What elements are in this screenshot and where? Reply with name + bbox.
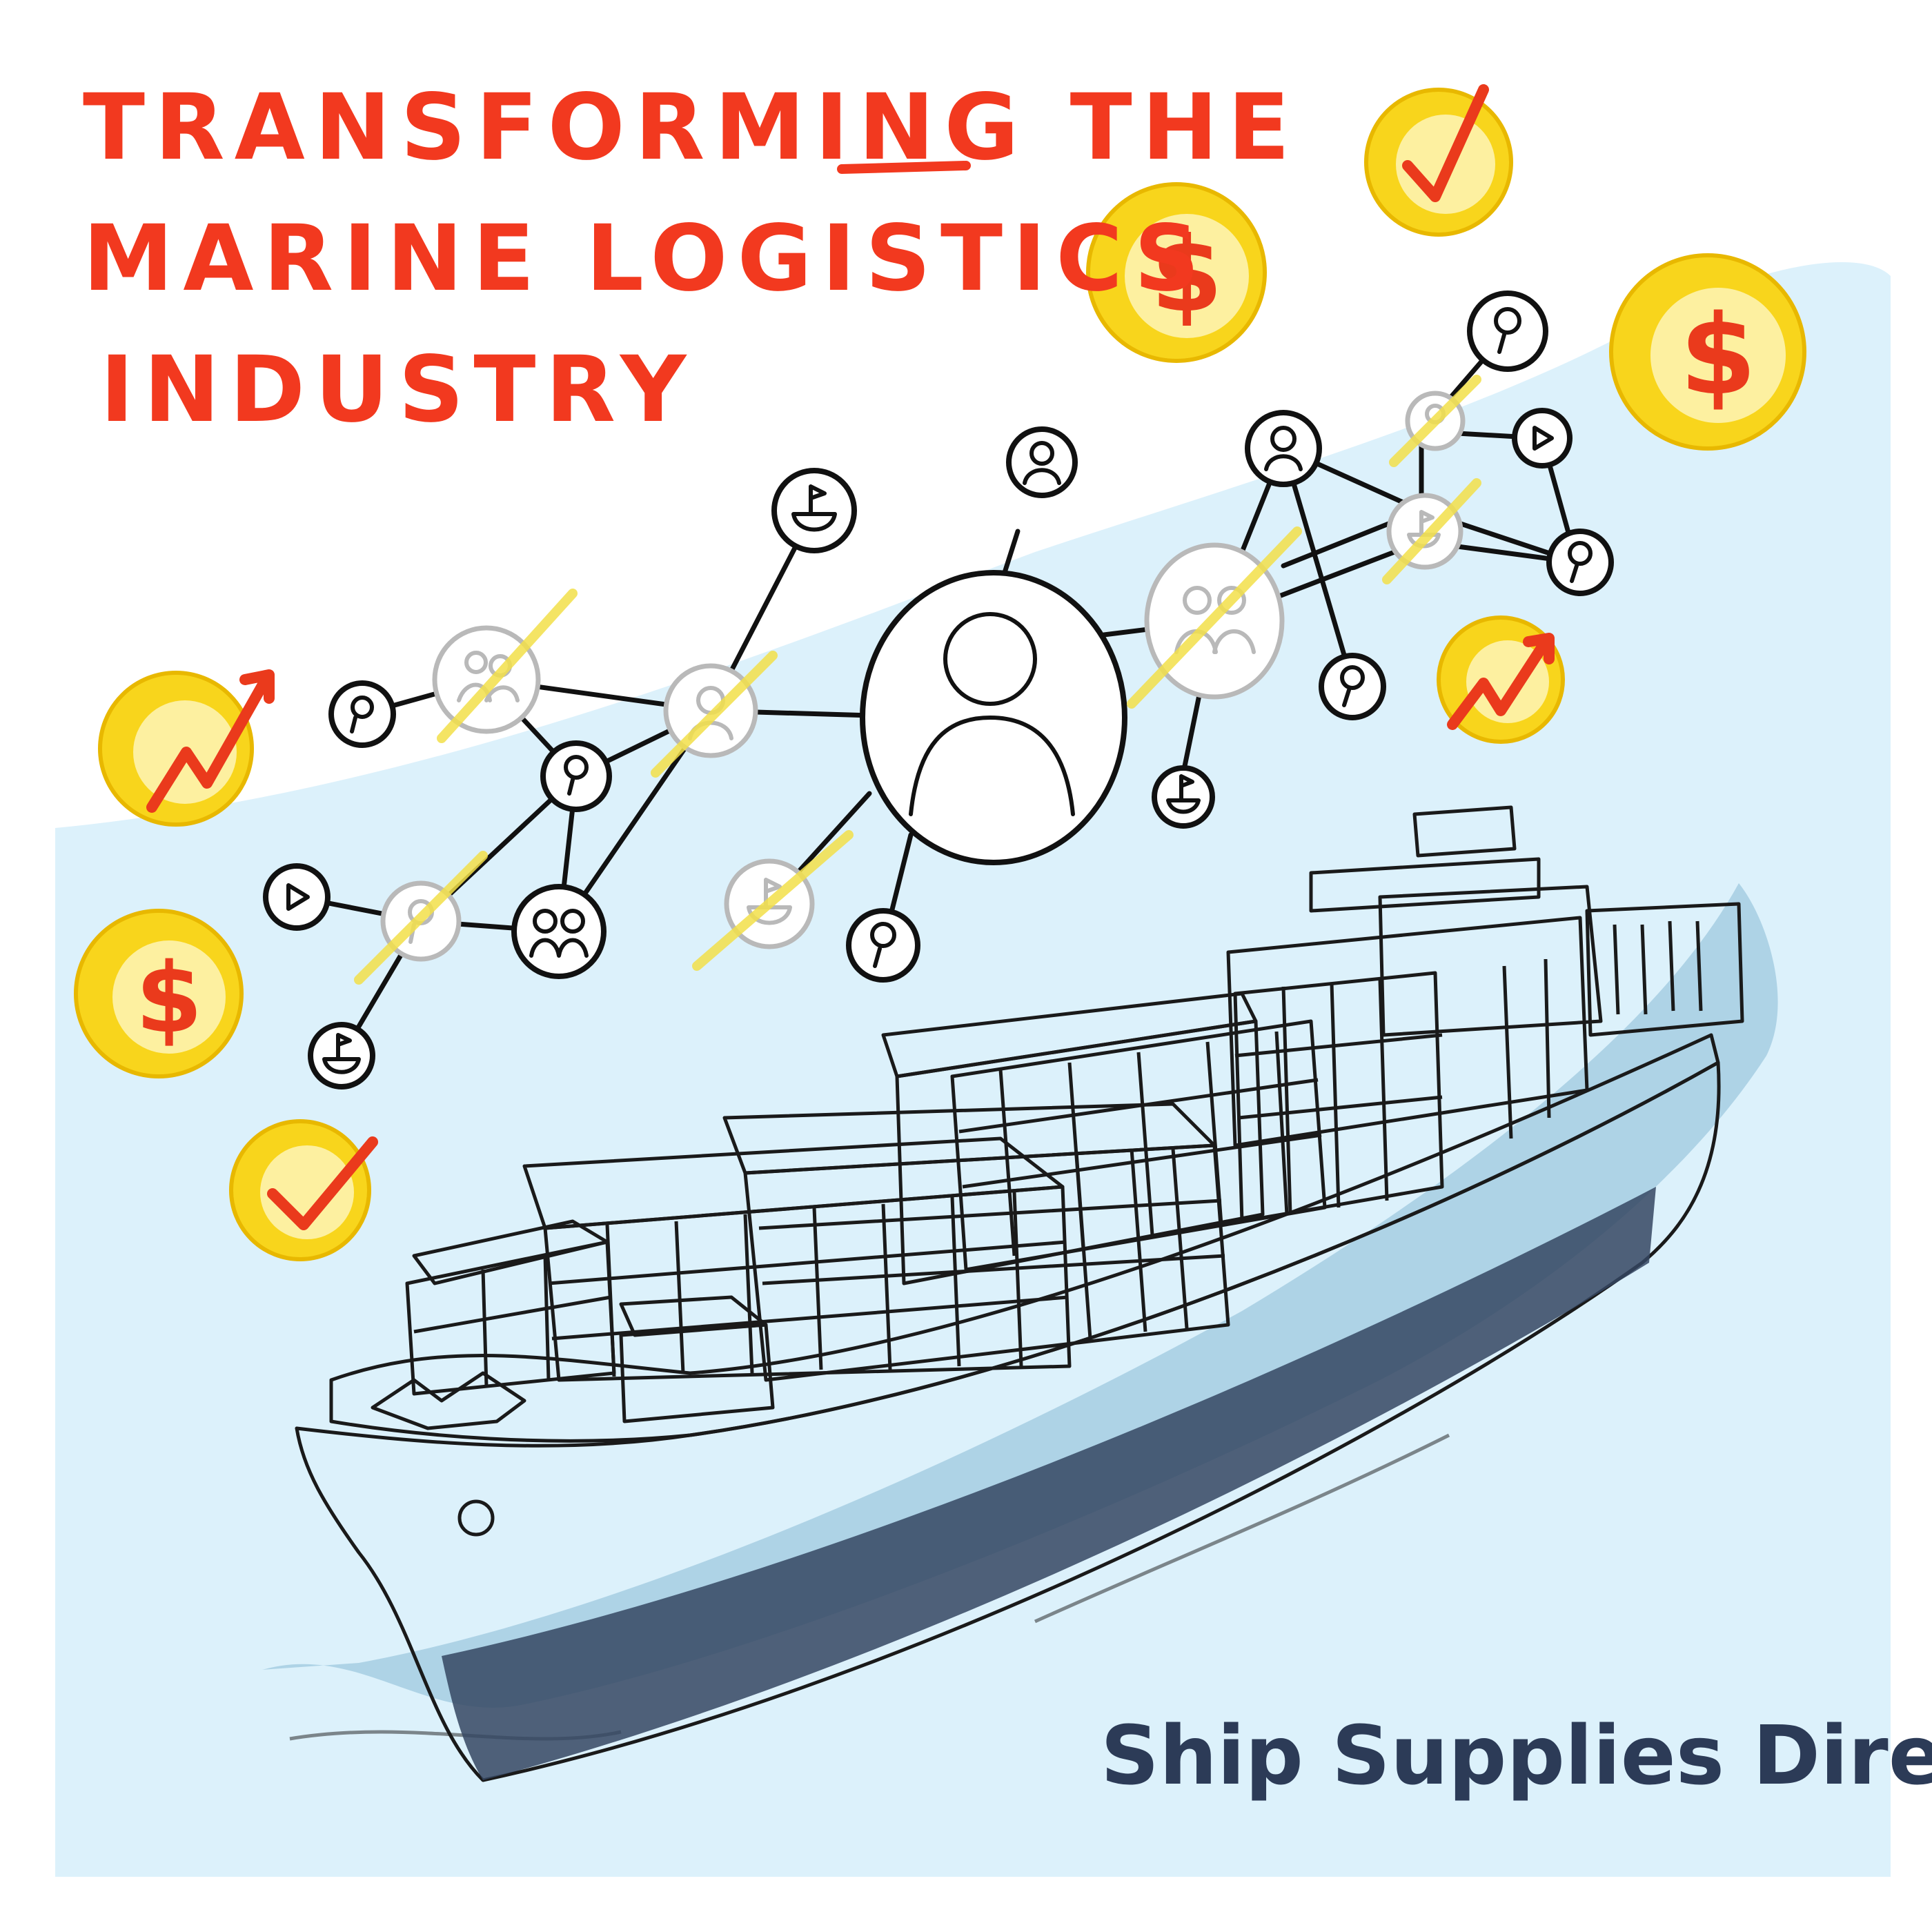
dollar-coin-icon: $ xyxy=(74,909,244,1078)
person-node-icon xyxy=(540,740,612,812)
containers-blue-bow xyxy=(619,1295,775,1423)
flag-node-icon xyxy=(771,468,857,553)
headline-line-1: TRANSFORMING THE xyxy=(83,75,1299,181)
group-node-icon xyxy=(511,884,607,979)
svg-text:$: $ xyxy=(1679,290,1756,420)
hawse-hole xyxy=(457,1499,495,1537)
person-node-icon xyxy=(354,851,488,985)
check-coin-icon xyxy=(229,1119,378,1261)
person-node-icon xyxy=(1467,290,1548,372)
check-coin-icon xyxy=(1364,84,1513,237)
containers-pink-fwd xyxy=(522,1136,1072,1382)
bow-deck-machinery xyxy=(371,1371,526,1430)
dollar-coin-icon: $ xyxy=(1086,182,1267,363)
growth-arrow-coin-icon xyxy=(98,669,275,827)
group-node-icon xyxy=(1127,526,1302,709)
headline-underline xyxy=(837,161,971,174)
person-node-icon xyxy=(328,680,396,748)
person-node-icon xyxy=(651,651,778,778)
ship-hull xyxy=(295,1061,1721,1782)
headline-line-3: INDUSTRY xyxy=(100,337,696,443)
flag-node-icon xyxy=(1152,765,1215,829)
container-ship xyxy=(295,805,1744,1782)
group-node-icon xyxy=(432,589,578,743)
headline: TRANSFORMING THE MARINE LOGISTICS INDUST… xyxy=(83,75,1299,443)
person-node-icon xyxy=(1389,375,1481,467)
person-node-icon xyxy=(846,908,920,983)
play-node-icon xyxy=(263,863,331,931)
svg-text:$: $ xyxy=(135,943,202,1055)
person-node-icon xyxy=(1319,653,1386,720)
flag-node-icon xyxy=(308,1022,375,1090)
play-node-icon xyxy=(1512,408,1573,469)
sea-background xyxy=(55,262,1891,1877)
person-node-icon xyxy=(1546,529,1614,596)
flag-node-icon xyxy=(1382,478,1481,584)
flag-node-icon xyxy=(692,830,854,971)
svg-text:$: $ xyxy=(1151,215,1223,335)
central-person-node xyxy=(860,570,1127,865)
headline-line-2: MARINE LOGISTICS xyxy=(83,206,1210,312)
dollar-coin-icon: $ xyxy=(1609,253,1806,451)
ship-bridge xyxy=(1309,805,1744,1037)
person-node-icon xyxy=(1245,410,1322,487)
growth-arrow-coin-icon xyxy=(1437,615,1565,744)
person-node-icon xyxy=(1006,426,1078,498)
containers-yellow-mid xyxy=(881,992,1327,1285)
brand-name: Ship Supplies Direct xyxy=(1101,1708,1932,1803)
